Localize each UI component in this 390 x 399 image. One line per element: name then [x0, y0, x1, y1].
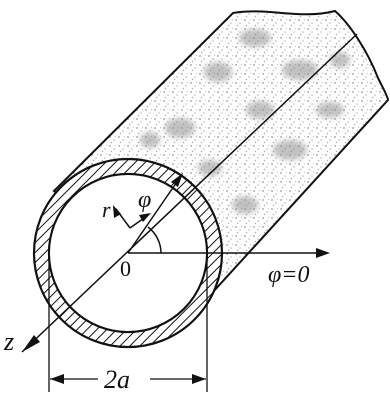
label-r: r	[102, 197, 111, 222]
phi-zero-arrowhead	[316, 248, 330, 258]
label-phi-zero: φ=0	[268, 262, 309, 288]
label-diameter: 2a	[104, 365, 130, 394]
label-origin: 0	[120, 256, 131, 281]
label-phi-angle: φ	[138, 187, 151, 213]
label-z-axis: z	[3, 327, 14, 356]
r-direction-arrowhead	[113, 205, 121, 218]
dimension-arrow-right	[192, 374, 206, 384]
dimension-arrow-left	[50, 374, 64, 384]
radius-vector	[127, 175, 182, 254]
z-axis-line	[21, 33, 358, 353]
surface-texture	[140, 29, 350, 214]
radius-arrowhead	[171, 173, 183, 187]
phi-direction-arrowhead	[139, 213, 151, 222]
phi-angle-arc	[147, 226, 162, 254]
z-axis-arrowhead	[22, 335, 40, 352]
